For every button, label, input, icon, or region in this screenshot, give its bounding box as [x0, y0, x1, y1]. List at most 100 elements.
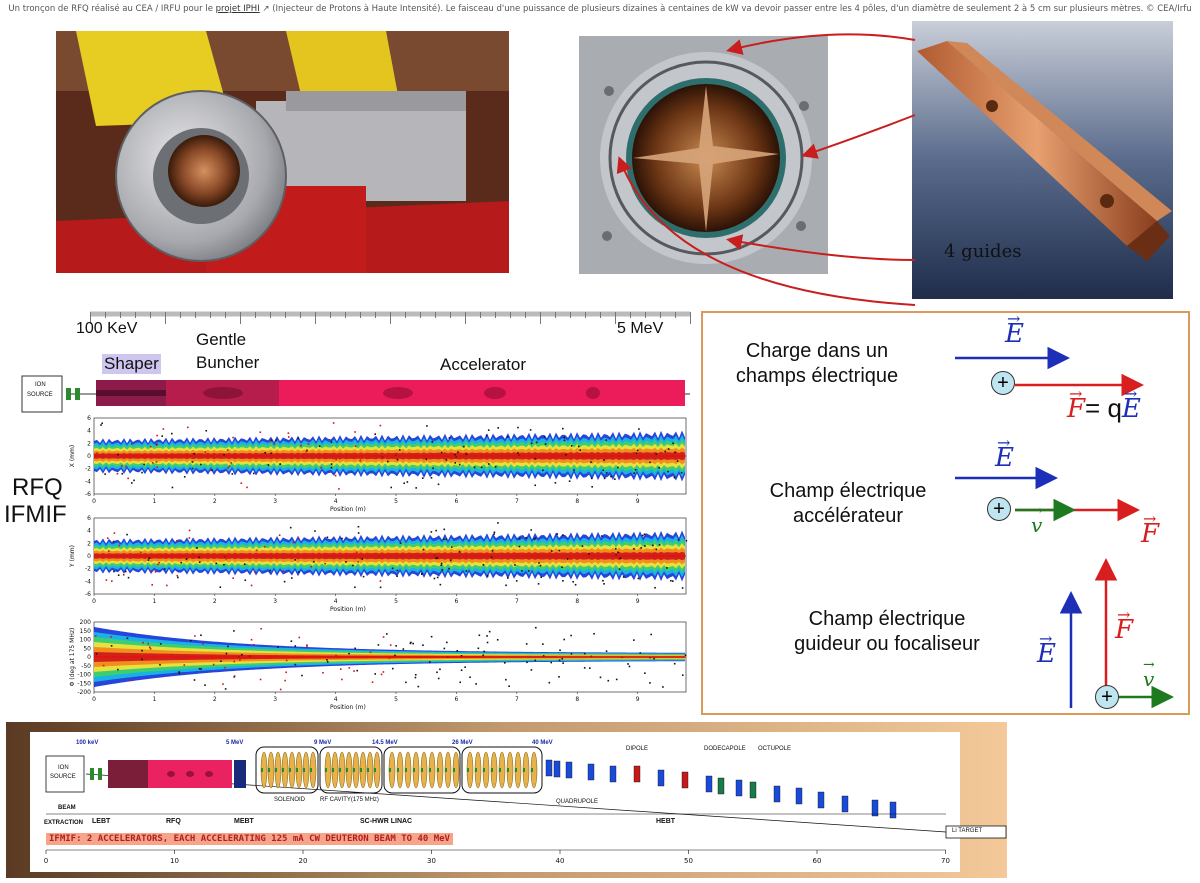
beam-particle	[335, 459, 337, 461]
beam-particle	[390, 644, 392, 646]
beam-particle	[244, 563, 246, 565]
solenoid	[310, 768, 312, 772]
linac-axis-tick: 10	[170, 857, 179, 865]
beam-particle	[659, 544, 661, 546]
beam-particle	[607, 680, 609, 682]
beam-particle	[141, 659, 143, 661]
beam-particle	[156, 466, 158, 468]
beam-particle	[483, 651, 485, 653]
ruler-tick	[345, 312, 346, 318]
charge-icon-1: +	[991, 371, 1015, 395]
beam-particle	[486, 635, 488, 637]
beam-particle	[232, 577, 234, 579]
beam-particle	[432, 467, 434, 469]
ifmif-banner: IFMIF: 2 ACCELERATORS, EACH ACCELERATING…	[46, 833, 453, 845]
beam-particle	[127, 478, 129, 480]
beam-particle	[674, 477, 676, 479]
ruler-tick	[195, 312, 196, 318]
beam-particle	[363, 576, 365, 578]
beam-particle	[649, 462, 651, 464]
beam-particle	[381, 674, 383, 676]
ruler-tick	[330, 312, 331, 318]
beam-particle	[158, 562, 160, 564]
beam-particle	[563, 639, 565, 641]
beam-particle	[602, 580, 604, 582]
beam-particle	[606, 472, 608, 474]
e-vector-2: →E	[995, 443, 1014, 473]
beam-particle	[517, 452, 519, 454]
caption-link[interactable]: projet IPHI	[216, 4, 260, 14]
beam-particle	[422, 644, 424, 646]
solenoid	[360, 768, 362, 772]
beamline-magnet	[546, 760, 552, 776]
beam-particle	[268, 464, 270, 466]
plot-x-tick: 5	[394, 498, 398, 505]
beam-particle	[508, 685, 510, 687]
beamline-magnet	[634, 766, 640, 782]
beam-particle	[652, 545, 654, 547]
beam-particle	[383, 636, 385, 638]
beam-particle	[443, 539, 445, 541]
plot-x-tick: 1	[152, 696, 156, 703]
beam-particle	[290, 527, 292, 529]
buncher-label-line1: Gentle	[196, 330, 246, 350]
plot-x-tick: 0	[92, 598, 96, 605]
rfq-bar	[20, 372, 700, 417]
beam-particle	[403, 482, 405, 484]
plot-y-tick: -6	[85, 591, 91, 598]
beam-particle	[616, 679, 618, 681]
beam-particle	[534, 660, 536, 662]
beam-particle	[251, 585, 253, 587]
ruler-tick	[240, 312, 241, 324]
beam-particle	[222, 683, 224, 685]
beam-particle	[407, 481, 409, 483]
beam-particle	[205, 430, 207, 432]
ruler-tick	[660, 312, 661, 318]
beam-particle	[617, 552, 619, 554]
beam-particle	[681, 472, 683, 474]
ruler-tick	[390, 312, 391, 324]
beam-particle	[653, 658, 655, 660]
beam-particle	[100, 424, 102, 426]
beam-particle	[666, 567, 668, 569]
beam-particle	[358, 532, 360, 534]
beam-particle	[260, 628, 262, 630]
plot-x-tick: 2	[213, 498, 217, 505]
ruler-tick	[480, 312, 481, 318]
beam-particle	[129, 679, 131, 681]
ruler-tick	[570, 312, 571, 318]
e-vector-3: →E	[1037, 639, 1056, 669]
ruler-tick	[285, 312, 286, 318]
beam-particle	[640, 547, 642, 549]
beam-particle	[563, 437, 565, 439]
beam-particle	[131, 443, 133, 445]
beam-particle	[96, 452, 98, 454]
beam-particle	[277, 646, 279, 648]
plot-y-tick: 50	[83, 645, 91, 652]
beam-particle	[121, 465, 123, 467]
beam-particle	[507, 436, 509, 438]
beam-particle	[284, 581, 286, 583]
pointer-arrows	[580, 20, 920, 320]
external-link-icon[interactable]: ↗	[262, 4, 269, 14]
beam-particle	[487, 642, 489, 644]
beam-particle	[354, 586, 356, 588]
beamline-magnet	[842, 796, 848, 812]
beam-particle	[534, 484, 536, 486]
solenoid	[467, 768, 469, 772]
beamline-magnet	[774, 786, 780, 802]
beam-particle	[418, 686, 420, 688]
beam-particle	[233, 676, 235, 678]
ruler-tick	[360, 312, 361, 318]
beam-particle	[588, 553, 590, 555]
beamline-magnet	[750, 782, 756, 798]
beam-particle	[151, 584, 153, 586]
beam-particle	[294, 645, 296, 647]
plot-ylabel: Y (mm)	[69, 545, 76, 568]
solenoid	[445, 768, 447, 772]
beam-particle	[380, 580, 382, 582]
plot-x-tick: 8	[575, 696, 579, 703]
beam-particle	[223, 564, 225, 566]
beam-particle	[348, 667, 350, 669]
beam-particle	[200, 464, 202, 466]
